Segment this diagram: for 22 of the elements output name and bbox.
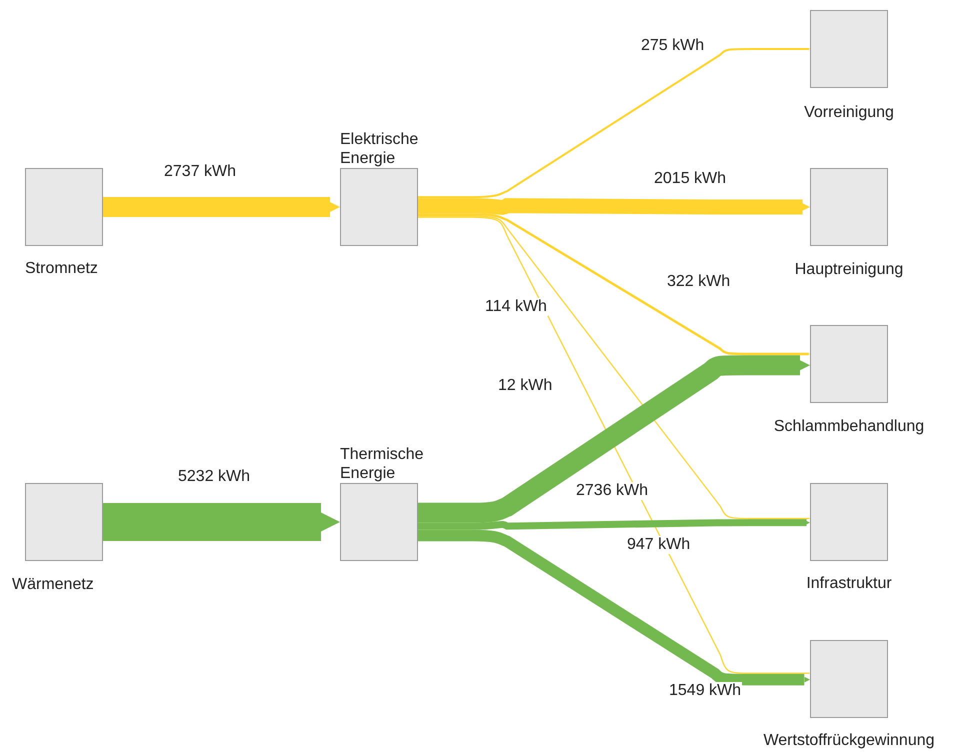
node-label: Wärmenetz	[12, 575, 94, 594]
flow-arrow	[418, 213, 810, 356]
node-label: Infrastruktur	[806, 574, 892, 593]
edge-label: 114 kWh	[484, 298, 548, 316]
flow-arrow	[418, 216, 810, 520]
flow-arrow	[418, 355, 810, 523]
node-label: Hauptreinigung	[794, 260, 904, 279]
flow-arrow	[418, 519, 810, 530]
flow-arrow	[418, 530, 810, 686]
flow-arrow	[418, 48, 810, 198]
edge-label: 2736 kWh	[575, 482, 650, 500]
flow-arrow	[418, 216, 810, 674]
node-label: Vorreinigung	[804, 103, 894, 122]
node-label: Wertstoffrückgewinnung	[763, 731, 935, 750]
edge-label: 947 kWh	[626, 536, 692, 554]
node-label: Thermische Energie	[340, 445, 425, 483]
flow-arrow	[418, 198, 810, 215]
node-label: Elektrische Energie	[340, 130, 420, 168]
flow-arrow	[103, 197, 340, 217]
node-label: Schlammbehandlung	[774, 417, 924, 436]
node-label: Stromnetz	[25, 259, 98, 278]
flow-arrow	[103, 503, 340, 541]
